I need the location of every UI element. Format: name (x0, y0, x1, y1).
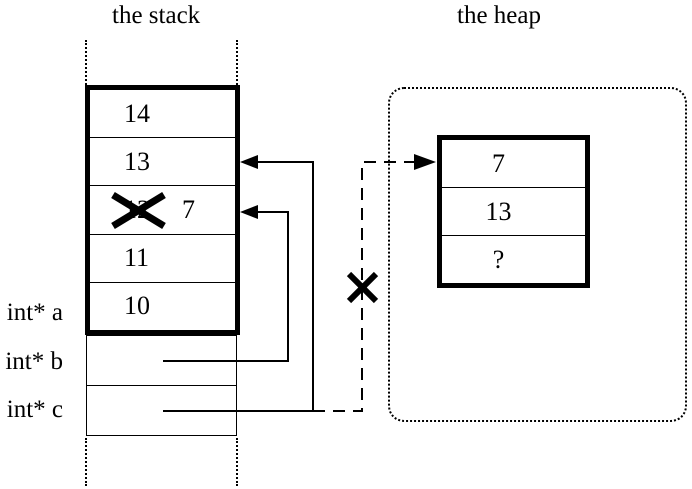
stack-guide-line-top-left (85, 40, 87, 85)
arrowhead-into-cell-13 (240, 155, 258, 169)
stack-guide-line-bottom-left (85, 438, 87, 486)
x-mark-on-dangling-pointer (346, 271, 379, 304)
label-int-a: int* a (6, 299, 63, 326)
stack-cell-old-value: 12 (124, 195, 150, 224)
stack-cell-value: 11 (124, 243, 150, 273)
pointer-row-b (87, 336, 236, 386)
pointer-row-c (87, 386, 236, 435)
stack-cell-11: 11 (90, 235, 235, 283)
stack-cell-value: 13 (124, 146, 150, 176)
heap-cell-value: 7 (492, 148, 505, 178)
stack-cell-12-overwritten: 12 7 (90, 186, 235, 235)
heap-cell-1: 13 (442, 188, 585, 236)
label-int-c: int* c (6, 396, 63, 423)
heap-cell-0: 7 (442, 140, 585, 188)
label-int-b: int* b (5, 348, 63, 375)
stack-cell-value: 10 (124, 291, 150, 321)
heap-cell-value: 13 (485, 196, 512, 226)
stack-cell-10: 10 (90, 283, 235, 330)
heap-cell-2: ? (442, 236, 585, 283)
heap-cell-value: ? (492, 244, 505, 274)
stack-cell-value: 14 (124, 98, 150, 128)
stack-cell-13: 13 (90, 138, 235, 187)
stack-cell-new-value: 7 (182, 195, 195, 224)
arrowhead-into-crossed-cell (240, 205, 258, 219)
stack-guide-line-top-right (236, 40, 238, 85)
heap-title: the heap (457, 2, 541, 29)
stack-cell-14: 14 (90, 90, 235, 139)
stack-frame-box: 14 13 12 7 11 10 (85, 85, 240, 335)
stack-pointer-rows (86, 335, 237, 436)
heap-block-box: 7 13 ? (437, 135, 590, 288)
stack-title: the stack (112, 2, 201, 29)
stack-guide-line-bottom-right (236, 438, 238, 486)
